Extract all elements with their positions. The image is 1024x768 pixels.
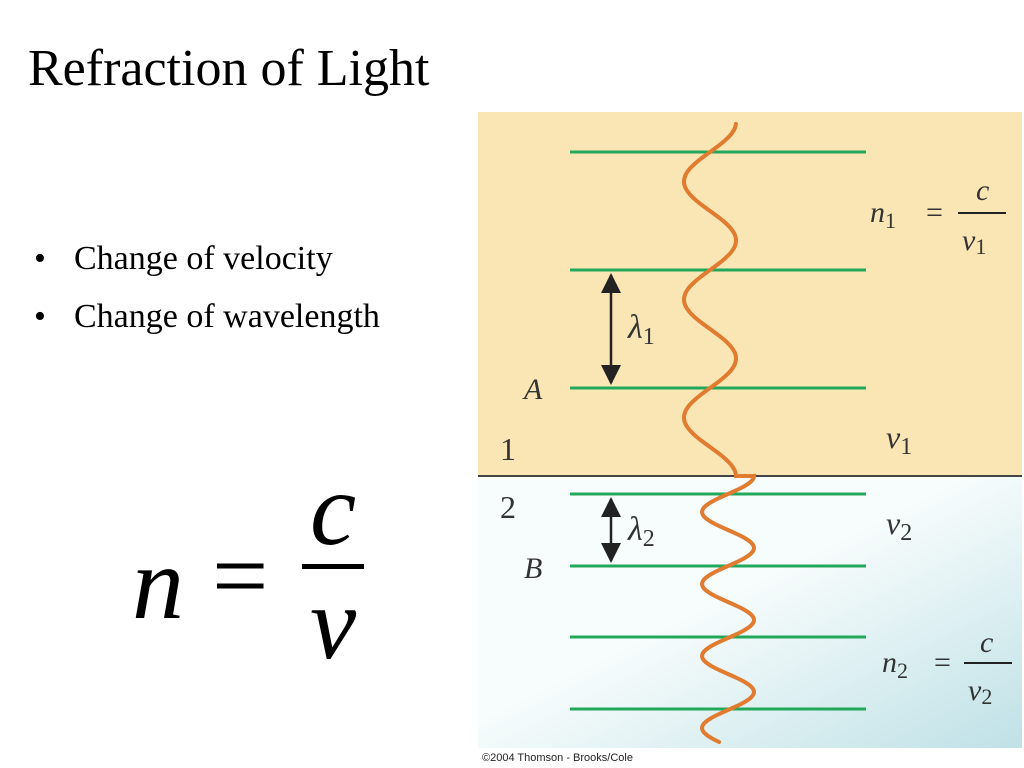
n2-equals: = <box>934 646 951 679</box>
refraction-diagram: λ1 λ2 A B 1 2 v1 v2 n1 = c v1 n2 = c v2 <box>478 112 1022 748</box>
bullet-list: Change of velocity Change of wavelength <box>34 230 380 346</box>
medium1-region <box>478 112 1022 476</box>
fraction-bar <box>302 564 364 569</box>
n2-numerator: c <box>980 626 993 659</box>
medium1-label: 1 <box>500 431 516 467</box>
point-a-label: A <box>522 373 543 406</box>
n2-denominator: v2 <box>968 674 992 709</box>
formula-n: n <box>132 526 184 641</box>
v2-label: v2 <box>886 505 912 546</box>
formula-denominator: v <box>310 566 357 681</box>
n1-numerator: c <box>976 174 989 207</box>
n2-lhs: n2 <box>882 646 908 683</box>
n2-formula: n2 = c v2 <box>882 626 1012 709</box>
n1-lhs: n1 <box>870 196 896 233</box>
v1-label: v1 <box>886 419 912 460</box>
n1-denominator: v1 <box>962 224 986 259</box>
lambda2-label: λ2 <box>627 511 655 552</box>
formula-numerator: c <box>310 452 357 567</box>
n1-formula: n1 = c v1 <box>870 174 1006 259</box>
formula-equals: = <box>212 520 269 631</box>
wavefront-group <box>570 150 866 711</box>
slide-title: Refraction of Light <box>28 40 430 97</box>
bullet-item: Change of wavelength <box>34 288 380 346</box>
point-b-label: B <box>524 552 542 585</box>
copyright-credit: ©2004 Thomson - Brooks/Cole <box>482 752 633 764</box>
medium2-label: 2 <box>500 489 516 525</box>
light-wave <box>681 122 757 744</box>
lambda1-label: λ1 <box>627 309 655 350</box>
refractive-index-formula: n = c v <box>132 458 382 696</box>
n1-equals: = <box>926 196 943 229</box>
bullet-item: Change of velocity <box>34 230 380 288</box>
